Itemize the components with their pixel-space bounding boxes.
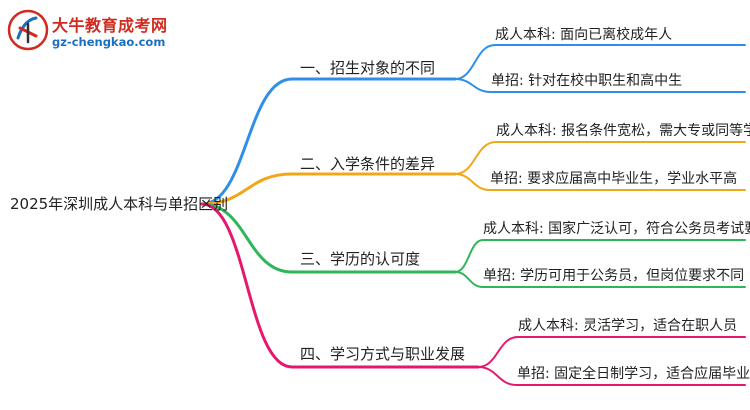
- connector-root-to-branch-3: [200, 202, 294, 274]
- connector-branch-2-to-leaf-1: [454, 141, 497, 175]
- logo-url: gz-chengkao.com: [52, 35, 166, 49]
- connector-root-to-branch-4: [200, 202, 294, 369]
- leaf-1-2: 单招: 针对在校中职生和高中生: [491, 73, 683, 89]
- connector-branch-3-to-leaf-1: [454, 239, 484, 273]
- connector-branch-4-to-leaf-1: [477, 336, 519, 368]
- logo-mark-icon: [7, 9, 49, 51]
- connector-branch-1-to-leaf-2: [454, 78, 492, 93]
- mindmap-root: 2025年深圳成人本科与单招区别: [10, 195, 229, 213]
- branch-label-4: 四、学习方式与职业发展: [300, 345, 466, 363]
- site-logo: 大牛教育成考网 gz-chengkao.com: [6, 8, 168, 54]
- branch-label-3: 三、学历的认可度: [300, 250, 421, 268]
- branch-label-2: 二、入学条件的差异: [300, 155, 436, 173]
- logo-title: 大牛教育成考网: [52, 16, 168, 35]
- connector-branch-2-to-leaf-2: [454, 173, 491, 191]
- leaf-3-2: 单招: 学历可用于公务员，但岗位要求不同: [483, 268, 745, 284]
- leaf-1-1: 成人本科: 面向已离校成年人: [495, 27, 673, 43]
- leaf-2-2: 单招: 要求应届高中毕业生，学业水平高: [490, 171, 738, 187]
- connector-branch-3-to-leaf-2: [454, 271, 484, 288]
- leaf-4-2: 单招: 固定全日制学习，适合应届毕业生: [517, 366, 750, 382]
- leaf-4-1: 成人本科: 灵活学习，适合在职人员: [518, 318, 738, 334]
- connector-root-to-branch-1: [200, 77, 294, 206]
- leaf-3-1: 成人本科: 国家广泛认可，符合公务员考试要求: [483, 221, 750, 237]
- leaf-2-1: 成人本科: 报名条件宽松，需大专或同等学历: [496, 123, 750, 139]
- branch-label-1: 一、招生对象的不同: [300, 59, 436, 77]
- connector-branch-4-to-leaf-2: [477, 366, 518, 386]
- connector-root-to-branch-2: [200, 172, 294, 206]
- connector-branch-1-to-leaf-1: [454, 44, 496, 80]
